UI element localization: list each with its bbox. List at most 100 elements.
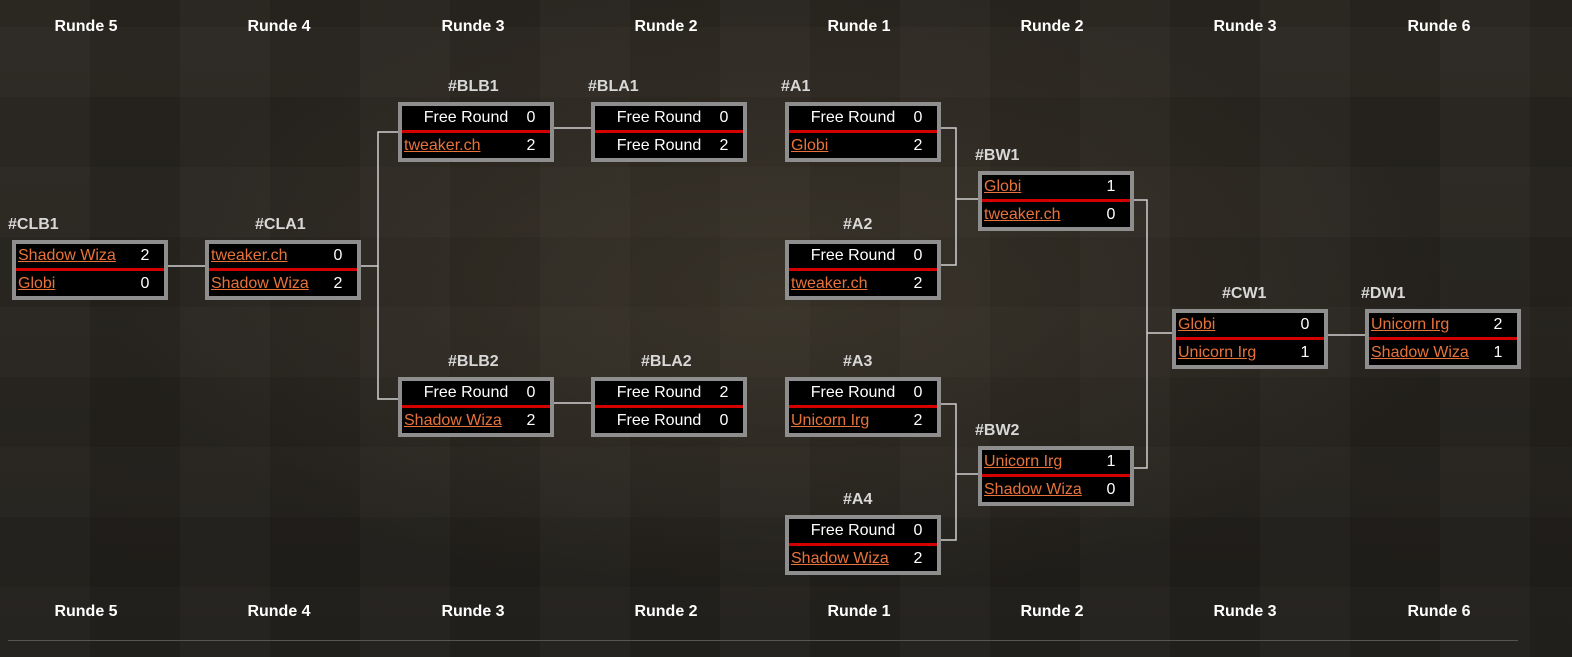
- player-score: 0: [333, 247, 343, 264]
- player-score: 1: [1106, 453, 1116, 470]
- player-score: 0: [719, 109, 729, 126]
- player-link[interactable]: Shadow Wiza: [1371, 343, 1469, 361]
- player-score: 0: [1106, 205, 1116, 223]
- match-id-clb1: #CLB1: [8, 216, 59, 233]
- match-slot-cw1-p1: Globi 0: [1176, 313, 1324, 340]
- match-id-a4: #A4: [843, 491, 873, 508]
- bottom-round-label-8: Runde 6: [1407, 603, 1471, 620]
- player-link[interactable]: Shadow Wiza: [984, 480, 1082, 498]
- match-slot-bw2-p2: Shadow Wiza 0: [982, 477, 1130, 502]
- player-link[interactable]: Globi: [1178, 316, 1216, 333]
- player-score: 0: [913, 109, 923, 126]
- player-score: 2: [719, 384, 729, 401]
- bottom-round-label-3: Runde 3: [441, 603, 505, 620]
- top-round-label-8: Runde 6: [1407, 18, 1471, 35]
- match-id-a3: #A3: [843, 353, 873, 370]
- player-link[interactable]: Shadow Wiza: [791, 549, 889, 567]
- player-link[interactable]: Unicorn Irg: [1371, 316, 1450, 333]
- free-round-label: Free Round: [616, 411, 702, 429]
- free-round-label: Free Round: [810, 522, 896, 539]
- player-score: 0: [526, 109, 536, 126]
- player-score: 0: [719, 411, 729, 429]
- player-score: 2: [526, 136, 536, 154]
- free-round-label: Free Round: [616, 136, 702, 154]
- player-link[interactable]: tweaker.ch: [404, 136, 481, 154]
- player-score: 0: [913, 247, 923, 264]
- player-link[interactable]: Globi: [984, 178, 1022, 195]
- top-round-label-7: Runde 3: [1213, 18, 1277, 35]
- match-id-a2: #A2: [843, 216, 873, 233]
- player-link[interactable]: Shadow Wiza: [18, 247, 116, 264]
- player-link[interactable]: Globi: [791, 136, 829, 154]
- player-link[interactable]: Unicorn Irg: [1178, 343, 1257, 361]
- bottom-round-label-7: Runde 3: [1213, 603, 1277, 620]
- player-score: 2: [719, 136, 729, 154]
- free-round-label: Free Round: [423, 384, 509, 401]
- match-id-a1: #A1: [781, 78, 811, 95]
- match-id-dw1: #DW1: [1361, 285, 1406, 302]
- player-link[interactable]: Shadow Wiza: [404, 411, 502, 429]
- match-slot-clb1-p2: Globi 0: [16, 271, 164, 296]
- player-score: 2: [913, 549, 923, 567]
- match-id-blb2: #BLB2: [448, 353, 499, 370]
- player-link[interactable]: tweaker.ch: [211, 247, 288, 264]
- match-box-a2: Free Round 0 tweaker.ch 2: [785, 240, 941, 300]
- match-slot-bw2-p1: Unicorn Irg 1: [982, 450, 1130, 477]
- player-score: 2: [913, 411, 923, 429]
- match-slot-cla1-p1: tweaker.ch 0: [209, 244, 357, 271]
- match-id-bla1: #BLA1: [588, 78, 639, 95]
- player-score: 1: [1493, 343, 1503, 361]
- match-slot-blb1-p1: Free Round 0: [402, 106, 550, 133]
- top-round-label-3: Runde 3: [441, 18, 505, 35]
- player-link[interactable]: Globi: [18, 274, 56, 292]
- match-slot-a1-p1: Free Round 0: [789, 106, 937, 133]
- match-id-blb1: #BLB1: [448, 78, 499, 95]
- player-link[interactable]: Shadow Wiza: [211, 274, 309, 292]
- player-link[interactable]: Unicorn Irg: [984, 453, 1063, 470]
- match-id-bw2: #BW2: [975, 422, 1020, 439]
- player-score: 0: [1300, 316, 1310, 333]
- match-slot-a2-p1: Free Round 0: [789, 244, 937, 271]
- free-round-label: Free Round: [810, 384, 896, 401]
- player-score: 0: [1106, 480, 1116, 498]
- match-id-bla2: #BLA2: [641, 353, 692, 370]
- player-score: 2: [913, 274, 923, 292]
- bottom-round-label-4: Runde 2: [634, 603, 698, 620]
- player-score: 0: [526, 384, 536, 401]
- match-id-bw1: #BW1: [975, 147, 1020, 164]
- bottom-round-label-2: Runde 4: [247, 603, 311, 620]
- player-score: 1: [1300, 343, 1310, 361]
- bottom-round-label-5: Runde 1: [827, 603, 891, 620]
- free-round-label: Free Round: [616, 109, 702, 126]
- top-round-label-1: Runde 5: [54, 18, 118, 35]
- top-round-label-6: Runde 2: [1020, 18, 1084, 35]
- free-round-label: Free Round: [810, 247, 896, 264]
- free-round-label: Free Round: [810, 109, 896, 126]
- player-link[interactable]: tweaker.ch: [984, 205, 1061, 223]
- match-slot-bla1-p1: Free Round 0: [595, 106, 743, 133]
- player-score: 0: [140, 274, 150, 292]
- player-link[interactable]: Unicorn Irg: [791, 411, 870, 429]
- free-round-label: Free Round: [423, 109, 509, 126]
- top-round-label-5: Runde 1: [827, 18, 891, 35]
- player-link[interactable]: tweaker.ch: [791, 274, 868, 292]
